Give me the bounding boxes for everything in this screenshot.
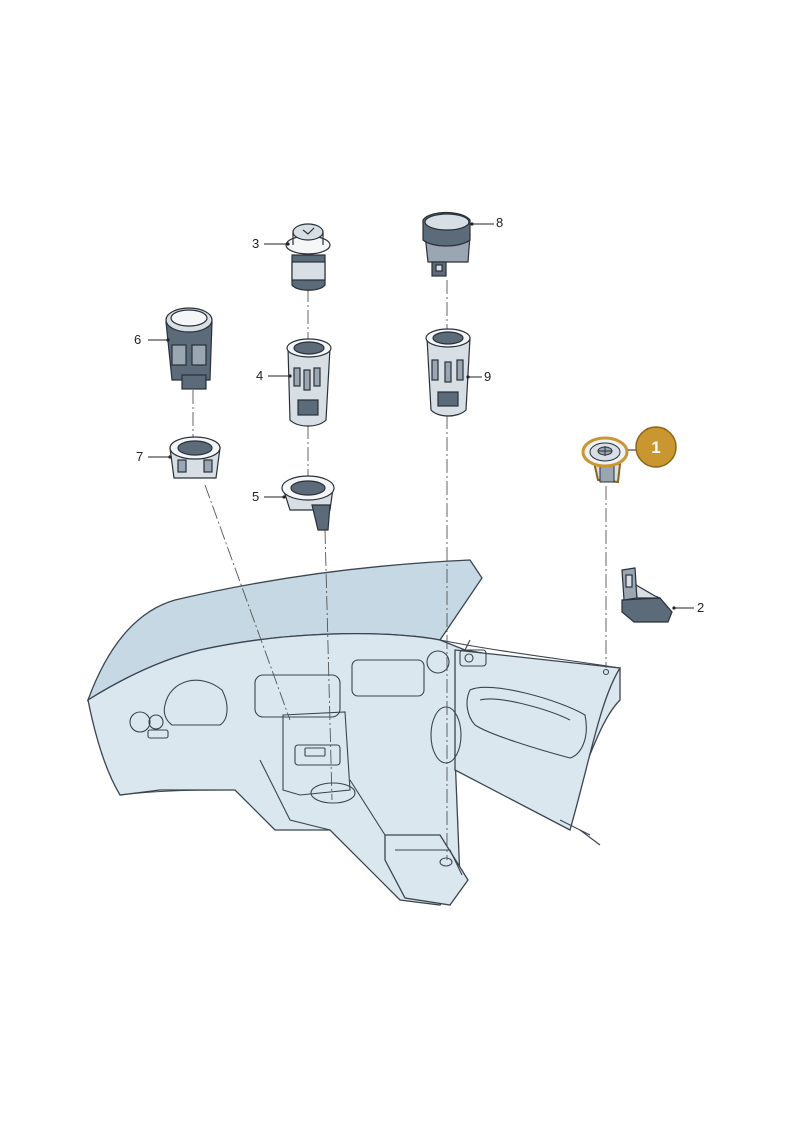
part-9-socket[interactable] — [425, 328, 471, 417]
callout-6-label[interactable]: 6 — [134, 332, 141, 347]
assembly-lines — [192, 280, 607, 860]
callout-7-label[interactable]: 7 — [136, 449, 143, 464]
callout-1-badge[interactable] — [635, 426, 677, 468]
part-4-lighter-socket[interactable] — [286, 338, 332, 427]
part-2-bracket[interactable] — [621, 567, 673, 623]
dashboard-illustration — [86, 559, 622, 906]
callout-5-label[interactable]: 5 — [252, 489, 259, 504]
callouts: 1 2 3 4 5 6 7 8 9 — [134, 215, 704, 615]
callout-8-label[interactable]: 8 — [496, 215, 503, 230]
callout-2-label[interactable]: 2 — [697, 600, 704, 615]
callout-4-label[interactable]: 4 — [256, 368, 263, 383]
part-1-clip[interactable] — [581, 436, 629, 484]
part-3-lighter-insert[interactable] — [285, 223, 331, 291]
callout-9-label[interactable]: 9 — [484, 369, 491, 384]
part-8-cap[interactable] — [422, 211, 471, 277]
part-5-socket-ring[interactable] — [281, 475, 335, 531]
callout-1-label: 1 — [651, 438, 660, 457]
part-6-socket[interactable] — [165, 307, 213, 390]
callout-3-label[interactable]: 3 — [252, 236, 259, 251]
part-7-ring[interactable] — [169, 436, 221, 479]
